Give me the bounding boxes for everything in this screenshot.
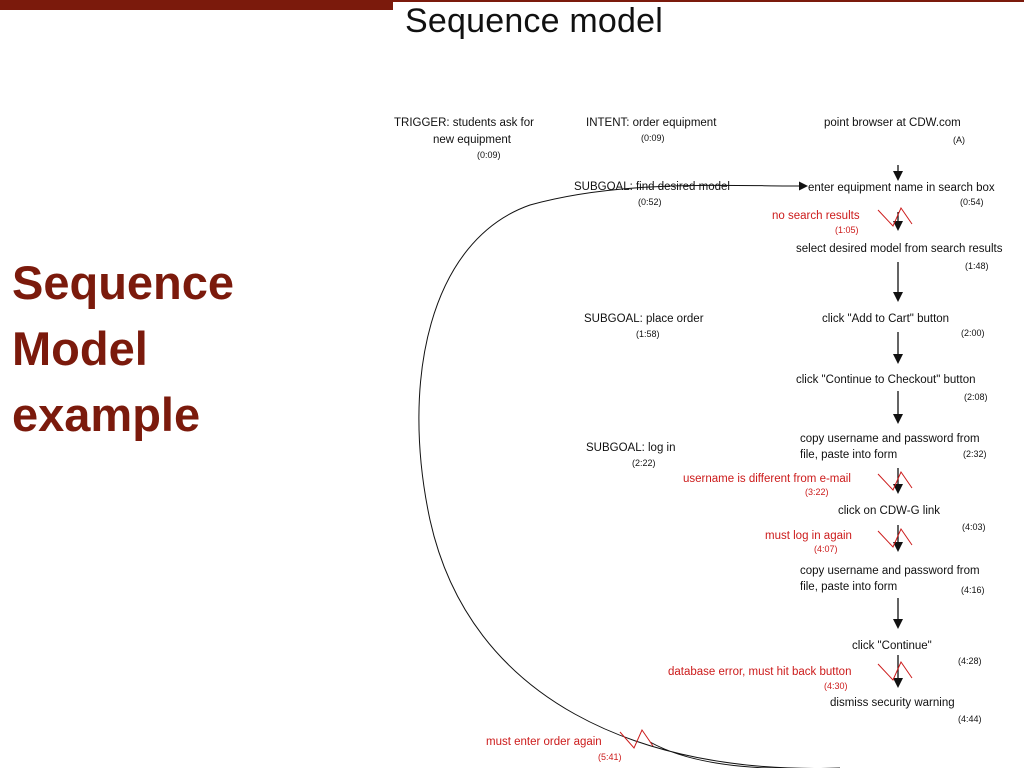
step-label: click "Continue"	[852, 640, 932, 652]
intent-time: (0:09)	[641, 133, 665, 143]
flow-arrowhead	[893, 619, 903, 629]
subgoal-label: SUBGOAL: place order	[584, 313, 704, 325]
step-time: (2:08)	[964, 392, 988, 402]
breakdown-time: (5:41)	[598, 752, 622, 762]
breakdown-bolt	[877, 660, 913, 681]
breakdown-bolts	[619, 206, 913, 749]
flow-arrowhead	[893, 484, 903, 494]
trigger-label: new equipment	[433, 134, 512, 146]
step-label: dismiss security warning	[830, 697, 955, 709]
side-title-line: Sequence	[12, 256, 235, 309]
breakdown-label: username is different from e-mail	[683, 473, 851, 485]
flow-arrowhead	[893, 171, 903, 181]
step-label: select desired model from search results	[796, 243, 1003, 255]
title-accent-line	[393, 0, 1024, 2]
intent-label: INTENT: order equipment	[586, 117, 717, 129]
breakdown-time: (4:30)	[824, 681, 848, 691]
flow-arrowhead	[893, 292, 903, 302]
step-time: (4:44)	[958, 714, 982, 724]
step-label: file, paste into form	[800, 581, 897, 593]
subgoal-time: (1:58)	[636, 329, 660, 339]
step-time: (0:54)	[960, 197, 984, 207]
step-time: (4:16)	[961, 585, 985, 595]
loop-back-arrow	[418, 181, 840, 768]
step-label: click on CDW-G link	[838, 505, 940, 517]
breakdown-bolt	[877, 527, 913, 548]
breakdown-label: no search results	[772, 210, 860, 222]
step-label: copy username and password from	[800, 565, 980, 577]
step-time: (2:32)	[963, 449, 987, 459]
step-time: (4:28)	[958, 656, 982, 666]
breakdown-time: (1:05)	[835, 225, 859, 235]
flow-arrows	[893, 165, 903, 688]
breakdown-label: database error, must hit back button	[668, 666, 851, 678]
flow-arrowhead	[893, 678, 903, 688]
side-title-line: Model	[12, 322, 148, 375]
step-label: point browser at CDW.com	[824, 117, 961, 129]
step-label: enter equipment name in search box	[808, 182, 995, 194]
step-time: (4:03)	[962, 522, 986, 532]
subgoal-time: (0:52)	[638, 197, 662, 207]
subgoal-label: SUBGOAL: log in	[586, 442, 675, 454]
trigger-time: (0:09)	[477, 150, 501, 160]
flow-arrowhead	[893, 354, 903, 364]
flow-arrowhead	[893, 221, 903, 231]
breakdown-bolt	[877, 470, 913, 491]
breakdown-label: must enter order again	[486, 736, 602, 748]
step-time: (1:48)	[965, 261, 989, 271]
step-label: click "Add to Cart" button	[822, 313, 949, 325]
side-title-line: example	[12, 388, 201, 441]
side-title: Sequence Model example	[12, 250, 234, 448]
breakdown-bolt	[877, 206, 913, 227]
breakdown-time: (4:07)	[814, 544, 838, 554]
breakdown-label: must log in again	[765, 530, 852, 542]
trigger-label: TRIGGER: students ask for	[394, 117, 534, 129]
flow-arrowhead	[893, 542, 903, 552]
step-time: (A)	[953, 135, 965, 145]
subgoal-label: SUBGOAL: find desired model	[574, 181, 730, 193]
slide-title: Sequence model	[405, 2, 663, 40]
step-label: click "Continue to Checkout" button	[796, 374, 976, 386]
step-time: (2:00)	[961, 328, 985, 338]
step-label: file, paste into form	[800, 449, 897, 461]
subgoal-time: (2:22)	[632, 458, 656, 468]
step-label: copy username and password from	[800, 433, 980, 445]
title-accent-bar	[0, 0, 393, 10]
flow-arrowhead	[893, 414, 903, 424]
breakdown-time: (3:22)	[805, 487, 829, 497]
breakdown-bolt	[619, 728, 654, 749]
